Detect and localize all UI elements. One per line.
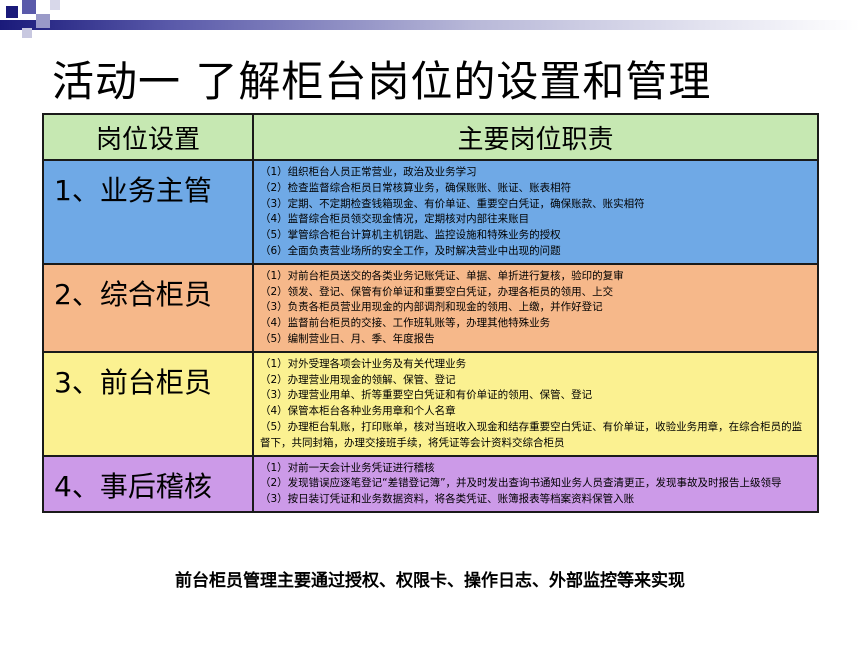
- slide-title: 活动一 了解柜台岗位的设置和管理: [52, 57, 712, 106]
- table-header-row: 岗位设置 主要岗位职责: [42, 113, 819, 161]
- decor-square: [22, 0, 36, 14]
- duty-item: （6）全面负责营业场所的安全工作，及时解决营业中出现的问题: [260, 244, 561, 257]
- duty-item: （3）负责各柜员营业用现金的内部调剂和现金的领用、上缴，并作好登记: [260, 301, 603, 314]
- duty-item: （4）监督前台柜员的交接、工作班轧账等，办理其他特殊业务: [260, 317, 551, 330]
- duty-item: （2）办理营业用现金的领解、保管、登记: [260, 373, 456, 386]
- decor-square: [22, 28, 32, 38]
- duty-item: （2）发现错误应逐笔登记“差错登记簿”，并及时发出查询书通知业务人员查清更正，发…: [260, 477, 782, 490]
- footer-note: 前台柜员管理主要通过授权、权限卡、操作日志、外部监控等来实现: [175, 571, 685, 591]
- duty-item: （5）掌管综合柜台计算机主机钥匙、监控设施和特殊业务的授权: [260, 229, 561, 242]
- duty-item: （3）定期、不定期检查钱箱现金、有价单证、重要空白凭证，确保账款、账实相符: [260, 197, 645, 210]
- role-name: 4、事后稽核: [42, 454, 254, 513]
- decor-square: [36, 14, 50, 28]
- duty-item: （1）对外受理各项会计业务及有关代理业务: [260, 357, 467, 370]
- duty-item: （4）保管本柜台各种业务用章和个人名章: [260, 405, 456, 418]
- decor-square: [50, 0, 60, 10]
- table-row: 4、事后稽核 （1）对前一天会计业务凭证进行稽核 （2）发现错误应逐笔登记“差错…: [42, 454, 819, 513]
- duty-list: （1）对前台柜员送交的各类业务记账凭证、单据、单折进行复核，验印的复审 （2）领…: [252, 262, 819, 353]
- decor-square: [6, 6, 18, 18]
- positions-table: 岗位设置 主要岗位职责 1、业务主管 （1）组织柜台人员正常营业，政治及业务学习…: [42, 113, 819, 513]
- role-name: 2、综合柜员: [42, 262, 254, 353]
- duty-item: （2）领发、登记、保管有价单证和重要空白凭证，办理各柜员的领用、上交: [260, 285, 614, 298]
- table-row: 1、业务主管 （1）组织柜台人员正常营业，政治及业务学习 （2）检查监督综合柜员…: [42, 159, 819, 265]
- header-gradient-line: [0, 20, 860, 30]
- table-row: 2、综合柜员 （1）对前台柜员送交的各类业务记账凭证、单据、单折进行复核，验印的…: [42, 262, 819, 353]
- duty-list: （1）对前一天会计业务凭证进行稽核 （2）发现错误应逐笔登记“差错登记簿”，并及…: [252, 454, 819, 513]
- duty-list: （1）对外受理各项会计业务及有关代理业务 （2）办理营业用现金的领解、保管、登记…: [252, 350, 819, 457]
- role-name: 3、前台柜员: [42, 350, 254, 457]
- duty-item: （1）对前台柜员送交的各类业务记账凭证、单据、单折进行复核，验印的复审: [260, 269, 624, 282]
- duty-item: （4）监督综合柜员领交现金情况，定期核对内部往来账目: [260, 213, 530, 226]
- duty-item: （1）对前一天会计业务凭证进行稽核: [260, 461, 435, 474]
- duty-item: （5）办理柜台轧账，打印账单，核对当班收入现金和结存重要空白凭证、有价单证，收验…: [260, 420, 803, 449]
- duty-item: （3）办理营业用单、折等重要空白凭证和有价单证的领用、保管、登记: [260, 389, 593, 402]
- table-row: 3、前台柜员 （1）对外受理各项会计业务及有关代理业务 （2）办理营业用现金的领…: [42, 350, 819, 457]
- duty-item: （2）检查监督综合柜员日常核算业务，确保账账、账证、账表相符: [260, 181, 572, 194]
- duty-item: （5）编制营业日、月、季、年度报告: [260, 332, 435, 345]
- duty-item: （1）组织柜台人员正常营业，政治及业务学习: [260, 166, 477, 178]
- duty-item: （3）按日装订凭证和业务数据资料，将各类凭证、账簿报表等档案资料保管入账: [260, 493, 635, 506]
- header-position: 岗位设置: [42, 113, 254, 161]
- header-duties: 主要岗位职责: [252, 113, 819, 161]
- duty-list: （1）组织柜台人员正常营业，政治及业务学习 （2）检查监督综合柜员日常核算业务，…: [252, 159, 819, 265]
- role-name: 1、业务主管: [42, 159, 254, 265]
- decorative-header-bar: [0, 0, 860, 40]
